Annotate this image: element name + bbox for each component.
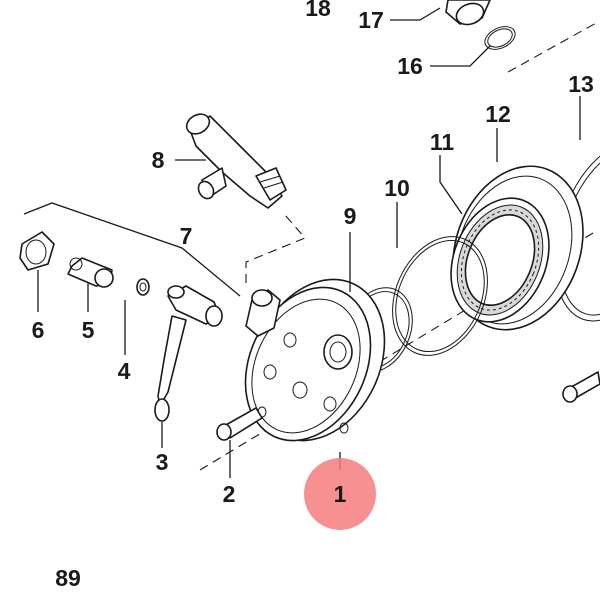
part-6-clamp (19, 231, 55, 271)
part-17-sleeve (445, 0, 491, 26)
callout-12: 12 (485, 101, 511, 127)
callout-5: 5 (82, 317, 95, 343)
callout-17: 17 (358, 7, 384, 33)
callout-1: 1 (334, 481, 347, 507)
part-5-bushing (67, 257, 114, 288)
callout-3: 3 (156, 449, 169, 475)
callout-16: 16 (397, 53, 423, 79)
callout-labels: 1 2 3 4 5 6 7 8 9 10 11 12 13 16 17 18 8… (32, 0, 594, 591)
part-4-washer (136, 278, 150, 296)
part-2-screw (216, 407, 263, 441)
callout-6: 6 (32, 317, 45, 343)
callout-9: 9 (344, 203, 357, 229)
callout-89: 89 (55, 565, 81, 591)
leader-lines (37, 7, 581, 478)
part-1-housing (244, 278, 386, 442)
callout-10: 10 (384, 175, 410, 201)
part-16-small-o-ring (484, 26, 516, 50)
callout-7: 7 (180, 223, 193, 249)
part-10-o-ring (392, 236, 488, 356)
highlight-marker (304, 458, 376, 530)
callout-8: 8 (152, 147, 165, 173)
callout-2: 2 (223, 481, 236, 507)
callout-13: 13 (568, 71, 594, 97)
callout-4: 4 (118, 358, 131, 384)
part-11-bearing-ring (450, 197, 550, 323)
callout-11: 11 (430, 129, 455, 155)
part-3-valve-lever (154, 285, 223, 422)
right-edge-screw (562, 371, 600, 403)
callout-18: 18 (305, 0, 331, 21)
part-7-bracket (23, 202, 241, 297)
part-8-fitting (185, 113, 287, 209)
